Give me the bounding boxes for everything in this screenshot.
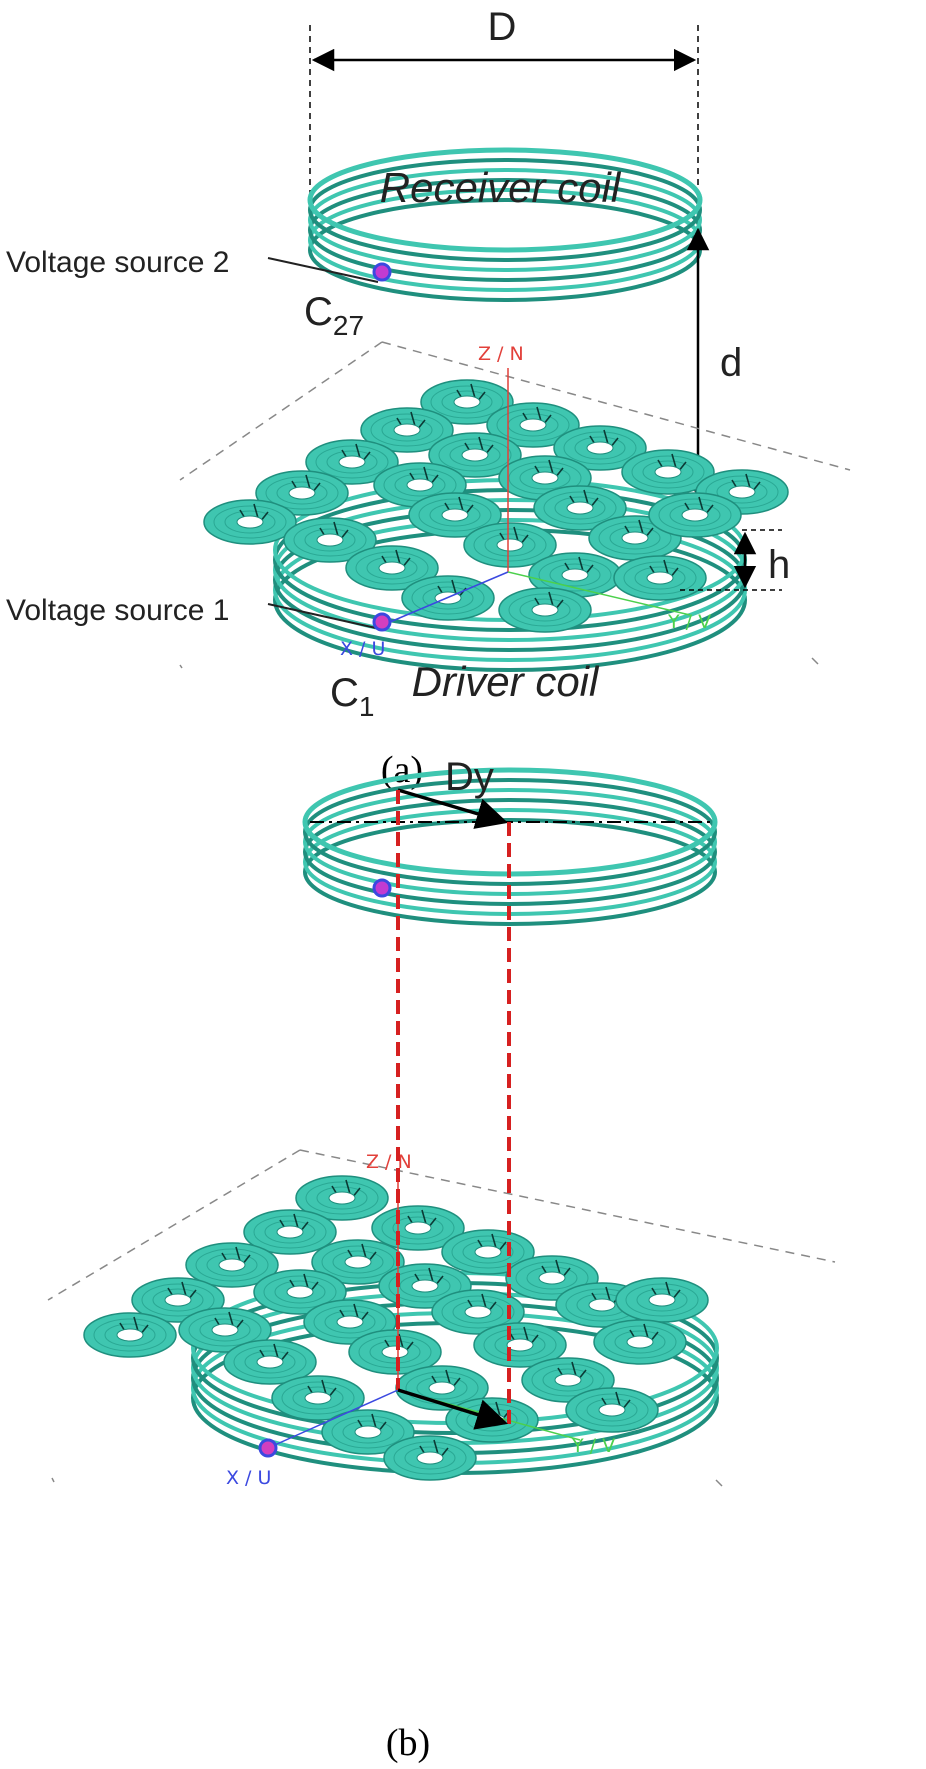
y-axis-label-b: Y / V	[571, 1435, 615, 1457]
source-2-dot-b	[372, 878, 392, 898]
figure-a: D Receiver coil Voltage source 2 C27 d	[6, 5, 851, 791]
ground-plane-a	[179, 341, 851, 669]
height-h-label: h	[768, 543, 790, 587]
source-2-dot	[372, 262, 392, 282]
caption-b: (b)	[386, 1722, 430, 1764]
capacitor-c27-label: C27	[304, 290, 364, 341]
offset-projection-lines	[396, 790, 511, 1430]
source-1-dot-b	[258, 1438, 278, 1458]
x-axis-label-b: X / U	[226, 1467, 271, 1489]
diameter-dimension: D	[309, 5, 699, 230]
driver-coil-label: Driver coil	[412, 658, 600, 705]
voltage-source-2: Voltage source 2 C27	[6, 246, 392, 341]
offset-Dy-label: Dy	[445, 755, 494, 799]
voltage-source-2-label: Voltage source 2	[6, 246, 230, 279]
figure-b: Dy	[47, 755, 836, 1764]
x-axis-label: X / U	[340, 638, 385, 660]
receiver-coil-label: Receiver coil	[380, 164, 622, 211]
capacitor-c1-label: C1	[330, 671, 374, 722]
height-h-dimension: h	[680, 529, 790, 591]
dimension-D-label: D	[488, 5, 517, 49]
source-1-dot	[372, 612, 392, 632]
z-axis-label: Z / N	[478, 343, 524, 365]
ground-plane-b	[47, 1149, 836, 1487]
voltage-source-1: Voltage source 1 C1 Driver coil	[6, 594, 600, 722]
y-axis-label: Y / V	[667, 611, 711, 633]
voltage-source-1-label: Voltage source 1	[6, 594, 230, 627]
distance-d-label: d	[720, 341, 742, 385]
receiver-coil: Receiver coil	[307, 147, 703, 302]
distance-d-dimension: d	[686, 227, 742, 499]
z-axis-label-b: Z / N	[366, 1151, 412, 1173]
axes-a: Z / N X / U Y / V	[340, 343, 711, 660]
